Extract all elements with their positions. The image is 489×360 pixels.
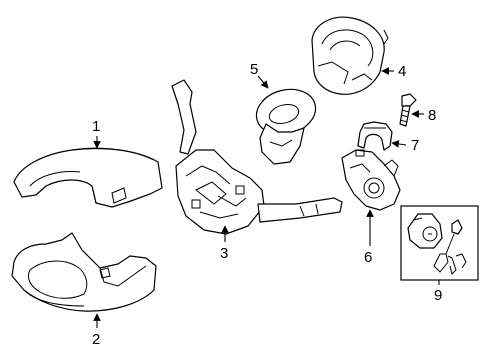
callout-8: 8 xyxy=(428,107,436,124)
callout-7: 7 xyxy=(411,137,419,154)
part-9-frame xyxy=(400,205,479,281)
callout-6: 6 xyxy=(364,249,372,266)
ignition-lock-housing-icon xyxy=(341,149,401,211)
clamp-icon xyxy=(357,121,393,151)
combination-switch-icon xyxy=(171,79,343,235)
lock-cylinder-with-keys-icon xyxy=(400,205,479,281)
clockspring-cover-icon xyxy=(255,88,317,165)
callout-3: 3 xyxy=(220,245,228,262)
leader-7 xyxy=(391,140,407,148)
callout-4: 4 xyxy=(398,63,406,80)
bolt-icon xyxy=(399,93,417,127)
lower-column-cover-icon xyxy=(11,232,157,312)
callout-1: 1 xyxy=(92,118,100,135)
callout-9: 9 xyxy=(434,287,442,304)
clockspring-icon xyxy=(311,16,389,95)
leader-5 xyxy=(257,75,269,89)
upper-column-cover-icon xyxy=(13,147,163,208)
callout-5: 5 xyxy=(250,61,258,78)
callout-2: 2 xyxy=(92,331,100,348)
